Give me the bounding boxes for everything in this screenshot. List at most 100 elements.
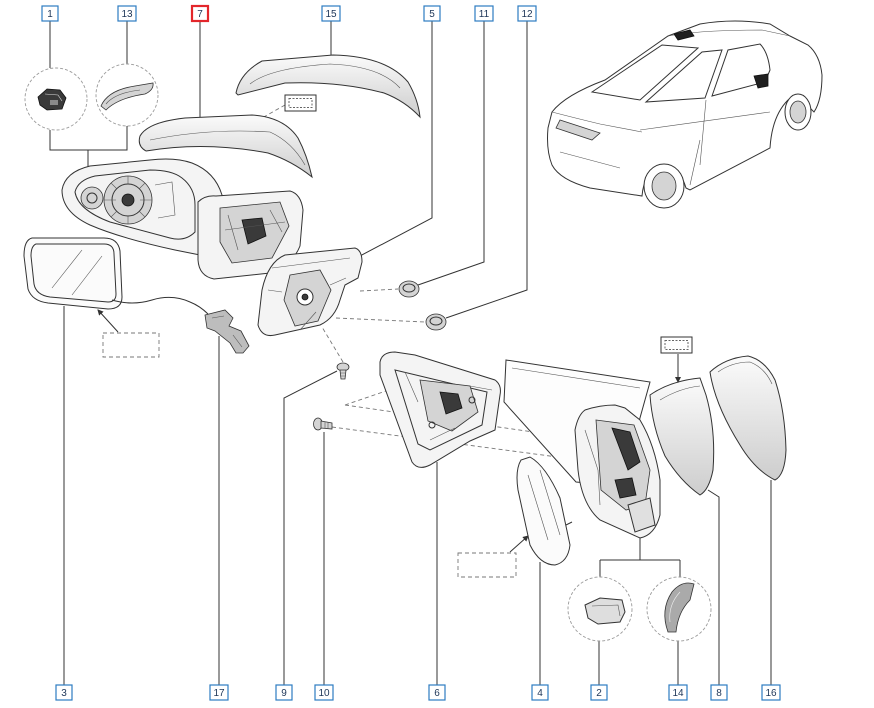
callout-number[interactable]: 7 [197,9,203,20]
screw-thread [340,372,346,377]
callout-box[interactable] [55,684,73,701]
pivot-socket [80,186,104,210]
housing-motor [611,427,641,471]
callout-6[interactable]: 6 [428,684,446,701]
frame-motor [439,391,463,415]
callout-5[interactable]: 5 [423,5,441,22]
cover-shell [138,114,313,179]
mount-hole-center [301,293,309,301]
part-6-mirror-base-frame [379,351,501,468]
callout-12[interactable]: 12 [517,5,537,22]
callout-number[interactable]: 16 [765,688,777,699]
connector-pin [50,100,58,105]
screw-shank [339,369,347,380]
backing-plate-edge [511,367,641,389]
part-3-mirror-glass [23,237,209,315]
callout-number[interactable]: 13 [121,9,133,20]
connector-body [204,309,250,354]
callout-number[interactable]: 12 [521,9,533,20]
leader-11 [417,21,485,286]
callout-box[interactable] [531,684,549,701]
puddle-lamp [664,582,695,633]
callout-8[interactable]: 8 [710,684,728,701]
callout-9[interactable]: 9 [275,684,293,701]
leader-8 [707,489,720,685]
mechanism-detail [224,209,286,251]
leader-9 [283,370,338,685]
callout-15[interactable]: 15 [321,5,341,22]
cover-contour [149,130,306,166]
mount-detail [267,257,351,331]
glass-outline [23,237,123,310]
car-location-sketch [547,20,823,209]
callout-number[interactable]: 8 [716,688,722,699]
car-rear-wheel-rim [651,171,677,201]
connector-detail [211,315,243,348]
callout-16[interactable]: 16 [761,684,781,701]
callout-box[interactable] [761,684,781,701]
part-highlight [44,93,63,102]
callout-box[interactable] [423,5,441,22]
callout-number[interactable]: 15 [325,9,337,20]
paint-code-frame [660,336,693,354]
callout-3[interactable]: 3 [55,684,73,701]
callout-box[interactable] [41,5,59,22]
plug-top [429,316,443,326]
callout-number[interactable]: 6 [434,688,440,699]
callout-number[interactable]: 14 [672,688,684,699]
callout-17[interactable]: 17 [209,684,229,701]
callout-box[interactable] [590,684,608,701]
callout-13[interactable]: 13 [117,5,137,22]
callout-number[interactable]: 11 [479,9,490,20]
part-5-mirror-mount [257,247,363,336]
callout-number[interactable]: 5 [429,9,435,20]
screw-thread [324,421,329,429]
detail-circle-14 [646,576,712,642]
callout-labels: 1 13 7 15 5 11 12 3 17 9 10 6 4 2 14 8 1… [41,4,781,701]
cover-contour [717,361,773,385]
callout-7[interactable]: 7 [190,4,210,23]
car-side-window-rear [644,49,723,103]
car-rear-window [590,44,700,101]
callout-number[interactable]: 4 [537,688,543,699]
part-10-screw [313,417,333,431]
callout-box[interactable] [517,5,537,22]
screw-shank [320,420,333,430]
callout-number[interactable]: 2 [596,688,602,699]
callout-number[interactable]: 1 [47,9,53,20]
car-front-wheel-rim [789,100,807,124]
lamp-lens-line [105,89,141,105]
callout-box[interactable] [668,684,688,701]
leader-12 [445,21,528,319]
callout-box[interactable] [428,684,446,701]
reference-box-empty [102,332,160,358]
cap-contour [249,63,401,89]
callout-number[interactable]: 17 [213,688,225,699]
reference-arrow [97,309,119,333]
paint-code-inner [288,98,313,108]
callout-number[interactable]: 3 [61,688,67,699]
callout-1[interactable]: 1 [41,5,59,22]
frame-inner-rim [394,369,488,451]
callout-11[interactable]: 11 [474,5,494,22]
callout-box[interactable] [314,684,334,701]
lamp-lens-line [591,604,621,617]
callout-4[interactable]: 4 [531,684,549,701]
callout-10[interactable]: 10 [314,684,334,701]
car-door-lines [639,99,771,186]
callout-number[interactable]: 9 [281,688,287,699]
frame-detail [404,371,493,441]
frame-screw-hole [468,396,476,404]
callout-14[interactable]: 14 [668,684,688,701]
callout-box[interactable] [710,684,728,701]
callout-box[interactable] [321,5,341,22]
housing-rib [154,181,176,219]
callout-box[interactable] [275,684,293,701]
repeater-lamp [584,597,626,625]
callout-box[interactable] [474,5,494,22]
callout-2[interactable]: 2 [590,684,608,701]
callout-box[interactable] [209,684,229,701]
callout-box[interactable] [117,5,137,22]
callout-box[interactable] [190,4,210,23]
callout-number[interactable]: 10 [318,688,330,699]
